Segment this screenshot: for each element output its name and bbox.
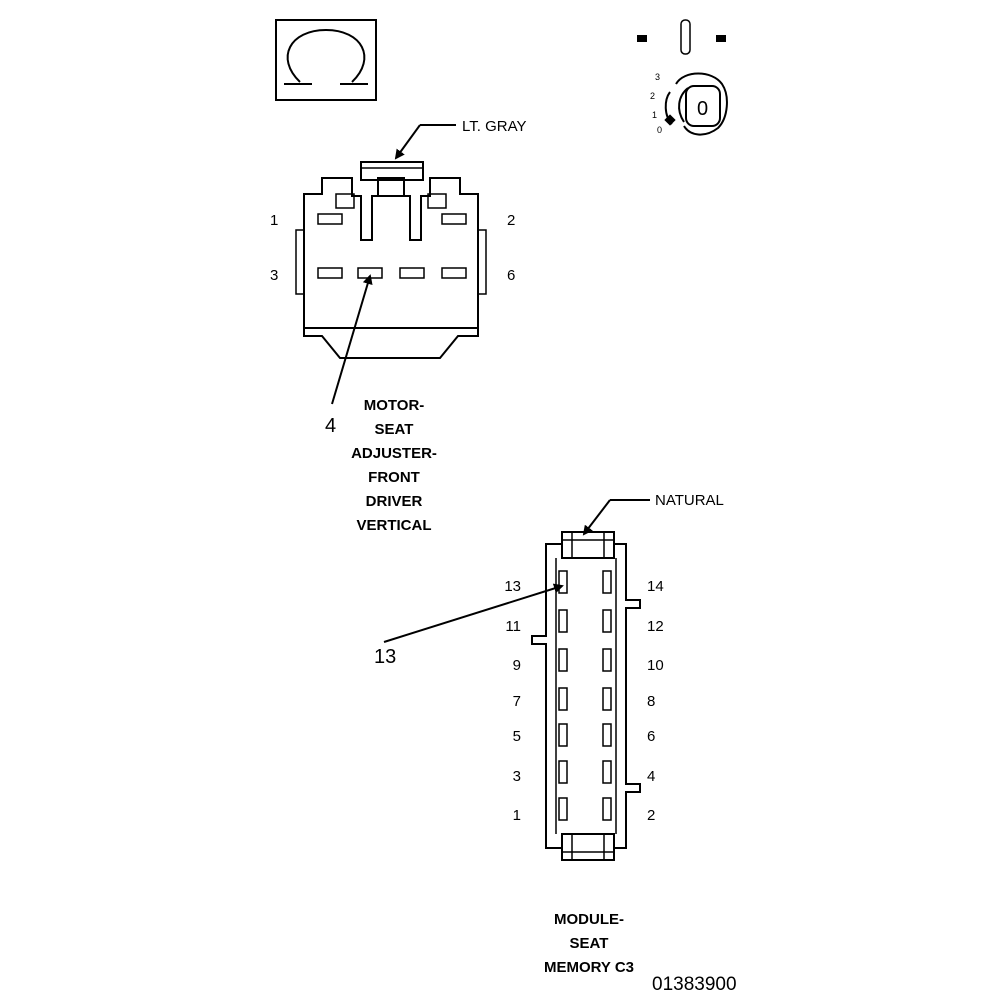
connector-title-line-1: MODULE-: [554, 911, 624, 928]
terminal-column-left: [558, 570, 568, 821]
pin-label-3: 3: [270, 267, 278, 284]
pin-label-9: 9: [513, 657, 521, 674]
pin-label-10: 10: [647, 657, 664, 674]
callout-pin-4: 4: [325, 415, 336, 437]
key-label: 0: [697, 98, 708, 120]
ohm-symbol-icon: [275, 19, 377, 101]
pin-label-11: 11: [505, 618, 521, 635]
ignition-position-3: 3: [655, 72, 660, 82]
pin-label-7: 7: [513, 693, 521, 710]
figure-code: 01383900: [652, 974, 737, 995]
callout-pin-13: 13: [374, 646, 396, 668]
ignition-key-icon: 3 2 1 0 0: [637, 19, 728, 136]
color-label: LT. GRAY: [462, 118, 526, 135]
connector-seat-memory: NATURAL: [374, 492, 724, 976]
pin-label-6: 6: [647, 728, 655, 745]
terminal-column-right: [602, 570, 612, 821]
connector-title-line-4: FRONT: [368, 469, 420, 486]
ignition-position-2: 2: [650, 91, 655, 101]
connector-title-line-5: DRIVER: [366, 493, 423, 510]
connector-title-line-3: MEMORY C3: [544, 959, 634, 976]
ignition-position-0: 0: [657, 125, 662, 135]
pin-label-3: 3: [513, 768, 521, 785]
pin-label-12: 12: [647, 618, 664, 635]
connector-title-line-6: VERTICAL: [357, 517, 432, 534]
connector-title-line-1: MOTOR-: [364, 397, 425, 414]
connector-title-line-2: SEAT: [375, 421, 414, 438]
connector-title-line-3: ADJUSTER-: [351, 445, 437, 462]
pin-label-8: 8: [647, 693, 655, 710]
color-label: NATURAL: [655, 492, 724, 509]
pin-label-2: 2: [507, 212, 515, 229]
pin-label-13: 13: [504, 578, 521, 595]
pin-label-4: 4: [647, 768, 655, 785]
connector-motor-seat: LT. GRAY 1 2 3 6 4 MOTOR- SEAT ADJUSTER-: [270, 118, 526, 534]
pin-label-2: 2: [647, 807, 655, 824]
pin-label-14: 14: [647, 578, 664, 595]
ignition-position-1: 1: [652, 110, 657, 120]
connector-title-line-2: SEAT: [570, 935, 609, 952]
pin-label-1: 1: [270, 212, 278, 229]
pin-label-5: 5: [513, 728, 521, 745]
pin-label-1: 1: [513, 807, 521, 824]
pin-label-6: 6: [507, 267, 515, 284]
